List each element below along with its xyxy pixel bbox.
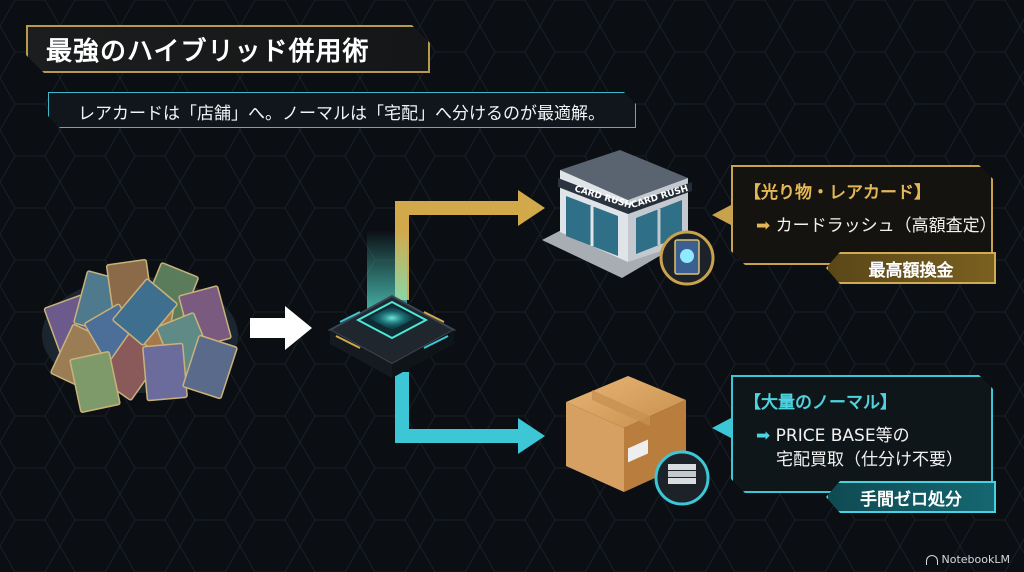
normal-card-heading: 【大量のノーマル】: [744, 388, 897, 413]
page-title: 最強のハイブリッド併用術: [46, 31, 369, 68]
normal-card-line-2: 宅配買取（仕分け不要）: [776, 445, 963, 470]
normal-card-destination: PRICE BASE等の: [776, 426, 910, 446]
rare-card-line: ➡ カードラッシュ（高額査定）: [756, 211, 997, 236]
notebooklm-logo-icon: [926, 555, 938, 565]
rare-card-destination: カードラッシュ（高額査定）: [776, 216, 997, 236]
watermark: NotebookLM: [926, 553, 1010, 566]
arrow-right-icon: ➡: [756, 426, 770, 446]
subtitle: レアカードは「店舗」へ。ノーマルは「宅配」へ分けるのが最適解。: [78, 99, 605, 124]
rare-card-badge: 最高額換金: [826, 252, 996, 284]
arrow-right-icon: ➡: [756, 216, 770, 236]
normal-card-line-1: ➡ PRICE BASE等の: [756, 421, 910, 446]
watermark-text: NotebookLM: [942, 553, 1010, 566]
normal-card-badge: 手間ゼロ処分: [826, 481, 996, 513]
rare-card-heading: 【光り物・レアカード】: [744, 178, 931, 203]
